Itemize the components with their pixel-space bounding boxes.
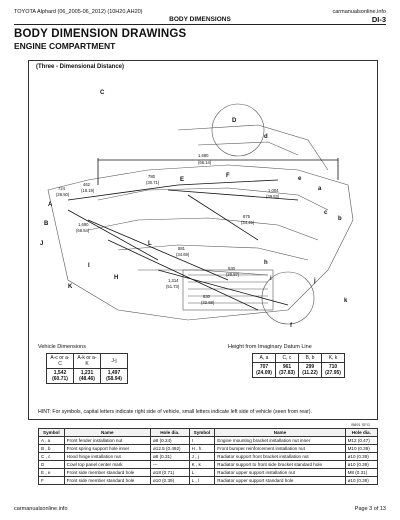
- figure-caption: (Three - Dimensional Distance): [36, 64, 125, 70]
- footer-page: Page 3 of 13: [354, 506, 386, 512]
- svg-text:(18.19): (18.19): [81, 188, 95, 193]
- svg-text:780: 780: [148, 174, 156, 179]
- svg-text:462: 462: [83, 182, 91, 187]
- svg-text:f: f: [290, 323, 293, 329]
- svg-text:(34.69): (34.69): [176, 252, 190, 257]
- svg-text:K: K: [68, 284, 73, 290]
- svg-text:1,314: 1,314: [168, 278, 179, 283]
- footer-site[interactable]: carmanualsonline.info: [14, 506, 68, 512]
- figure-frame: [28, 60, 378, 420]
- svg-text:H: H: [114, 275, 118, 281]
- svg-text:(20.87): (20.87): [226, 272, 240, 277]
- svg-text:c: c: [324, 210, 328, 216]
- svg-text:530: 530: [228, 266, 236, 271]
- hint-text: HINT: For symbols, capital letters indic…: [38, 409, 312, 415]
- figure-code: B891 SFG: [351, 422, 370, 427]
- svg-text:b: b: [338, 216, 342, 222]
- vehicle-dim-title: Vehicle Dimensions: [38, 344, 86, 350]
- header-section: BODY DIMENSIONS: [169, 16, 231, 23]
- svg-text:(39.53): (39.53): [266, 194, 280, 199]
- svg-text:1,690: 1,690: [78, 222, 89, 227]
- svg-text:(30.71): (30.71): [146, 180, 160, 185]
- svg-text:J: J: [40, 241, 43, 247]
- svg-text:(34.45): (34.45): [241, 220, 255, 225]
- svg-text:(32.68): (32.68): [201, 300, 215, 305]
- header-page-code: DI-3: [371, 15, 386, 24]
- svg-text:(51.73): (51.73): [166, 284, 180, 289]
- symbol-table: Symbol Name Hole dia. Symbol Name Hole d…: [38, 428, 379, 485]
- svg-text:(28.50): (28.50): [56, 192, 70, 197]
- svg-text:a: a: [318, 186, 322, 192]
- engine-compartment-drawing: C A B Dd E F e a c b J K H I Lh i j k f 1,680 (6…: [40, 90, 354, 329]
- header-rule: [14, 24, 386, 25]
- svg-text:k: k: [344, 298, 348, 304]
- svg-text:L: L: [148, 241, 152, 247]
- svg-text:1,004: 1,004: [268, 188, 279, 193]
- height-table: A, a C, c B, b K, k 707 (24.09) 961 (37.…: [252, 353, 345, 378]
- svg-text:(66.14): (66.14): [198, 160, 212, 165]
- svg-text:D: D: [232, 118, 237, 124]
- svg-text:A: A: [48, 202, 53, 208]
- svg-text:B: B: [44, 221, 49, 227]
- svg-text:h: h: [264, 260, 268, 266]
- svg-text:C: C: [100, 90, 105, 96]
- svg-text:830: 830: [203, 294, 211, 299]
- svg-text:j: j: [313, 278, 316, 284]
- dim-top: 1,680: [198, 153, 209, 158]
- svg-text:e: e: [298, 176, 302, 182]
- height-title: Height from Imaginary Datum Line: [228, 344, 312, 350]
- svg-text:I: I: [88, 263, 90, 269]
- page-title: BODY DIMENSION DRAWINGS: [14, 28, 187, 40]
- svg-text:E: E: [180, 177, 184, 183]
- svg-text:i: i: [270, 276, 272, 282]
- header-site[interactable]: carmanualsonline.info: [332, 9, 386, 15]
- svg-text:F: F: [226, 173, 230, 179]
- svg-text:d: d: [264, 134, 268, 140]
- svg-text:(66.54): (66.54): [76, 228, 90, 233]
- page-subtitle: ENGINE COMPARTMENT: [14, 41, 116, 51]
- header-vehicle: TOYOTA Alphard (06_2005-06_2012) (10H20,…: [14, 9, 143, 15]
- svg-text:875: 875: [243, 214, 251, 219]
- vehicle-dim-table: A-c or a-C A-k or a-K J-j 1,542 (60.71) …: [46, 353, 128, 384]
- svg-text:881: 881: [178, 246, 186, 251]
- page-header: TOYOTA Alphard (06_2005-06_2012) (10H20,…: [14, 7, 386, 25]
- svg-text:724: 724: [58, 186, 66, 191]
